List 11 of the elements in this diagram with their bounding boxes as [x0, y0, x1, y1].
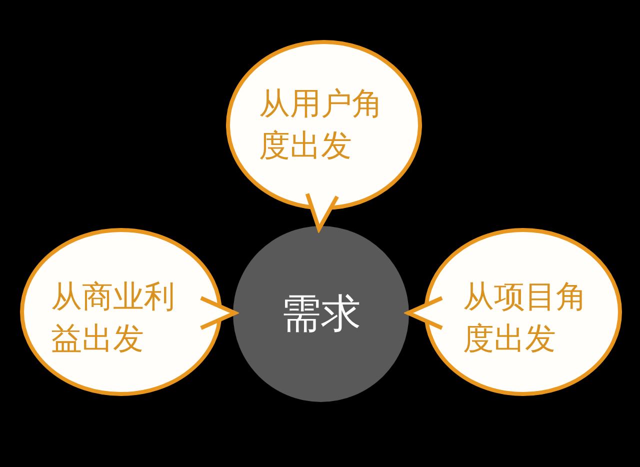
center-label: 需求 — [281, 293, 361, 335]
bubble-tail — [305, 192, 340, 231]
bubble-text: 从项目角度出发 — [463, 278, 588, 359]
speech-bubble — [226, 40, 422, 210]
speech-bubble — [424, 228, 622, 396]
bubble-tail — [406, 296, 444, 330]
bubble-text: 从用户角度出发 — [259, 85, 384, 166]
bubble-text: 从商业利益出发 — [51, 278, 176, 359]
bubble-tail — [199, 296, 237, 330]
speech-bubble — [20, 228, 222, 396]
center-circle — [233, 226, 409, 402]
